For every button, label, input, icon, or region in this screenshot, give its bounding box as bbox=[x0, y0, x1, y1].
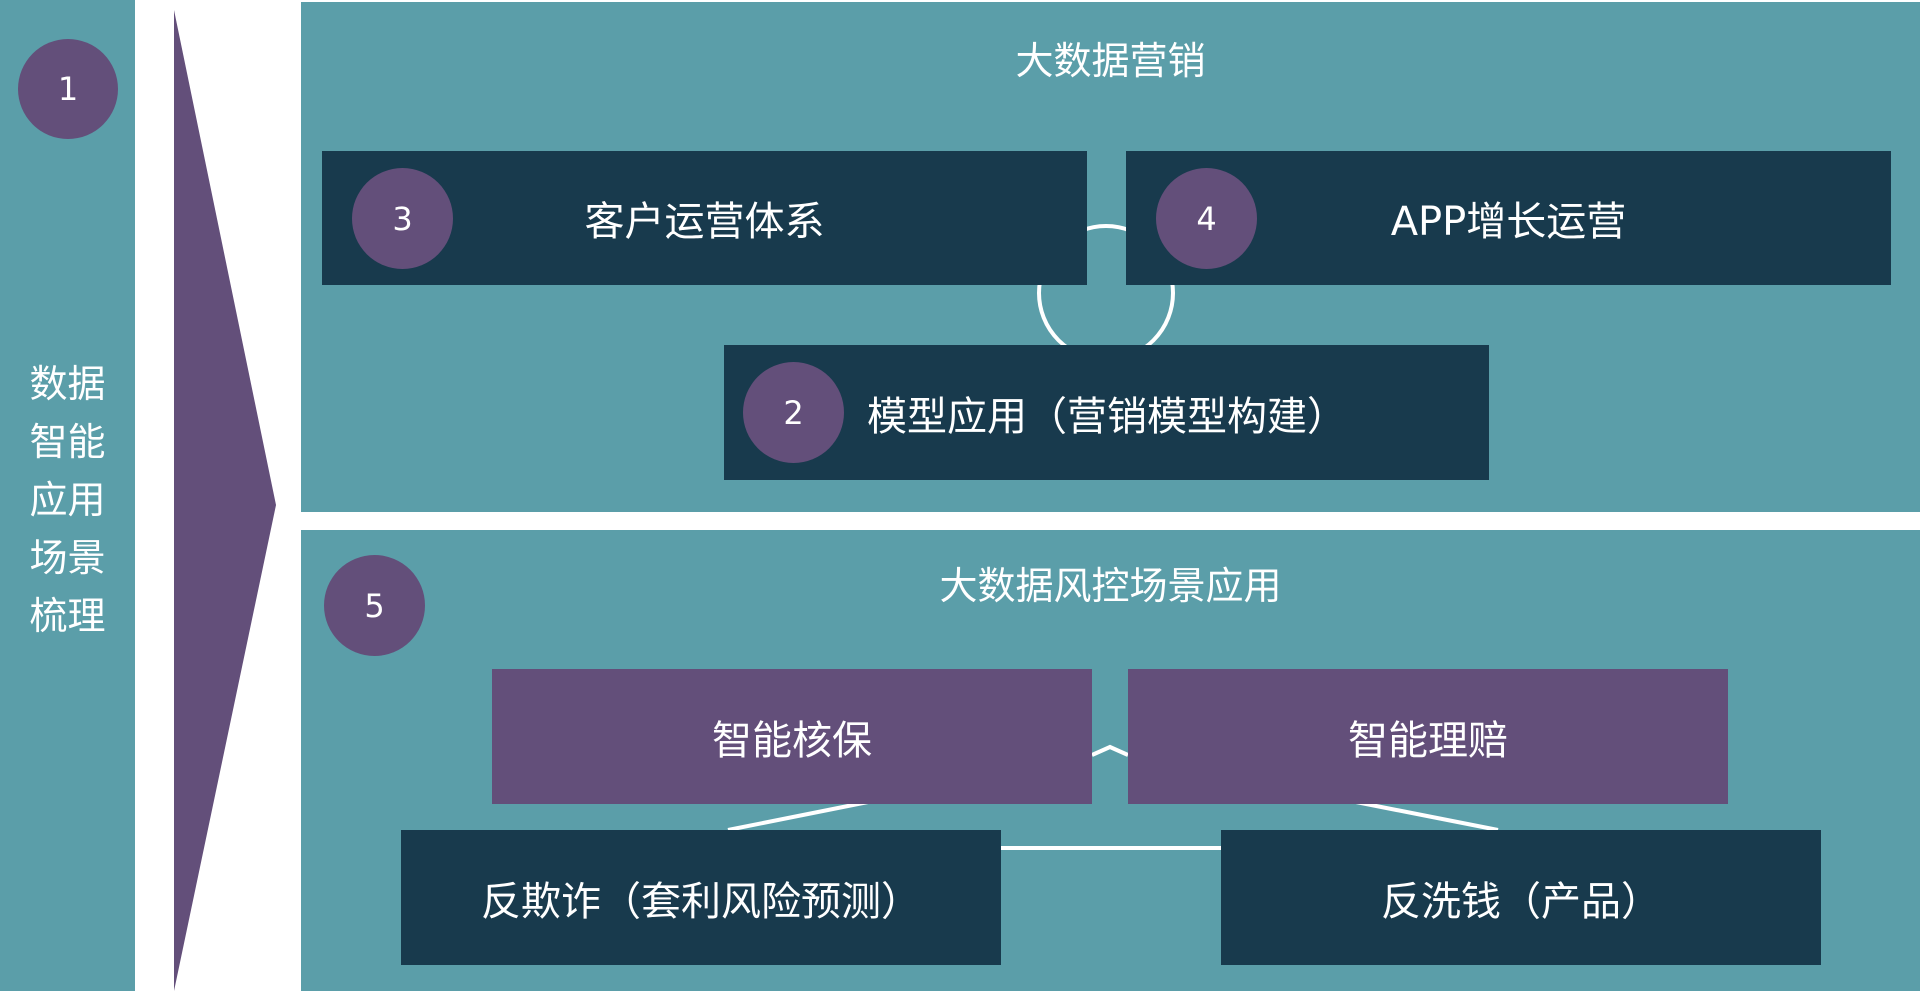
anti-money-laundering-label: 反洗钱（产品） bbox=[1381, 878, 1661, 925]
step-3-badge: 3 bbox=[352, 168, 453, 269]
customer-operations-label: 客户运营体系 bbox=[584, 199, 825, 245]
chevron-arrow-icon bbox=[174, 10, 276, 991]
customer-operations-box: 客户运营体系 bbox=[322, 151, 1087, 285]
step-1-badge: 1 bbox=[18, 39, 118, 139]
smart-claims-box: 智能理赔 bbox=[1128, 669, 1728, 804]
risk-control-title: 大数据风控场景应用 bbox=[939, 564, 1282, 608]
title-line-2: 智能 bbox=[29, 420, 106, 464]
model-application-label: 模型应用（营销模型构建） bbox=[867, 393, 1347, 440]
title-line-4: 场景 bbox=[29, 536, 106, 580]
title-line-5: 梳理 bbox=[29, 594, 106, 638]
anti-money-laundering-box: 反洗钱（产品） bbox=[1221, 830, 1821, 965]
step-5-badge: 5 bbox=[324, 555, 425, 656]
anti-fraud-label: 反欺诈（套利风险预测） bbox=[481, 878, 921, 925]
title-line-1: 数据 bbox=[29, 362, 106, 406]
left-sidebar-panel bbox=[0, 0, 135, 991]
step-4-badge: 4 bbox=[1156, 168, 1257, 269]
title-line-3: 应用 bbox=[29, 478, 106, 522]
step-2-badge: 2 bbox=[743, 362, 844, 463]
section-title-vertical: 数据 智能 应用 场景 梳理 bbox=[0, 355, 135, 645]
app-growth-label: APP增长运营 bbox=[1390, 199, 1627, 245]
smart-underwriting-box: 智能核保 bbox=[492, 669, 1092, 804]
model-application-box: 模型应用（营销模型构建） bbox=[724, 345, 1489, 480]
smart-underwriting-label: 智能核保 bbox=[712, 717, 872, 764]
anti-fraud-box: 反欺诈（套利风险预测） bbox=[401, 830, 1001, 965]
marketing-title: 大数据营销 bbox=[1015, 39, 1206, 83]
smart-claims-label: 智能理赔 bbox=[1348, 717, 1508, 764]
